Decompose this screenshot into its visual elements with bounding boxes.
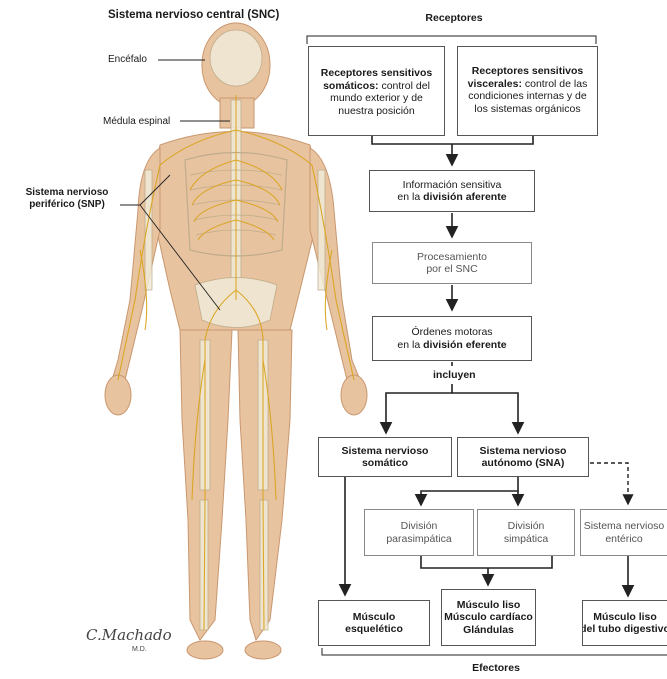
ord-line2: en la división eferente <box>397 339 506 352</box>
efectores-footer: Efectores <box>466 662 526 674</box>
enterico-line1: Sistema nervioso <box>584 520 665 533</box>
enterico-line2: entérico <box>605 533 642 546</box>
parasimp-line2: parasimpática <box>386 533 451 546</box>
liso-line2: Músculo cardíaco <box>444 611 533 624</box>
somatico-line1: Sistema nervioso <box>342 445 429 458</box>
box-sistema-enterico: Sistema nervioso entérico <box>580 509 667 556</box>
ord-line1: Órdenes motoras <box>411 326 492 339</box>
box-musculo-esqueletico: Músculo esquelético <box>318 600 430 646</box>
box-sistema-somatico: Sistema nervioso somático <box>318 437 452 477</box>
box-sistema-autonomo: Sistema nervioso autónomo (SNA) <box>457 437 589 477</box>
box-division-simpatica: División simpática <box>477 509 575 556</box>
digest-line2: del tubo digestivo <box>582 623 667 636</box>
box-receptores-viscerales: Receptores sensitivos viscerales: contro… <box>457 46 598 136</box>
ord-line2a: en la <box>397 339 423 351</box>
simp-line1: División <box>508 520 545 533</box>
box-musculo-liso-cardiaco-glandulas: Músculo liso Músculo cardíaco Glándulas <box>441 589 536 646</box>
musc-esq-line2: esquelético <box>345 623 403 636</box>
info-line2b: división aferente <box>423 191 506 203</box>
simp-line2: simpática <box>504 533 548 546</box>
box-ordenes-motoras: Órdenes motoras en la división eferente <box>372 316 532 361</box>
proc-line2: por el SNC <box>426 263 477 276</box>
proc-line1: Procesamiento <box>417 251 487 264</box>
receptores-header: Receptores <box>421 12 487 24</box>
autonomo-line1: Sistema nervioso <box>480 445 567 458</box>
info-line1: Información sensitiva <box>403 179 502 192</box>
box-informacion-sensitiva: Información sensitiva en la división afe… <box>369 170 535 212</box>
box-procesamiento: Procesamiento por el SNC <box>372 242 532 284</box>
box-division-parasimpatica: División parasimpática <box>364 509 474 556</box>
somatico-line2: somático <box>362 457 408 470</box>
liso-line3: Glándulas <box>463 624 514 637</box>
liso-line1: Músculo liso <box>457 599 521 612</box>
ord-line2b: división eferente <box>423 339 506 351</box>
info-line2a: en la <box>397 191 423 203</box>
parasimp-line1: División <box>401 520 438 533</box>
digest-line1: Músculo liso <box>593 611 657 624</box>
incluyen-label: incluyen <box>433 369 473 381</box>
autonomo-line2: autónomo (SNA) <box>482 457 565 470</box>
musc-esq-line1: Músculo <box>353 611 396 624</box>
box-receptores-somaticos: Receptores sensitivos somáticos: control… <box>308 46 445 136</box>
box-musculo-liso-digestivo: Músculo liso del tubo digestivo <box>582 600 667 646</box>
info-line2: en la división aferente <box>397 191 506 204</box>
